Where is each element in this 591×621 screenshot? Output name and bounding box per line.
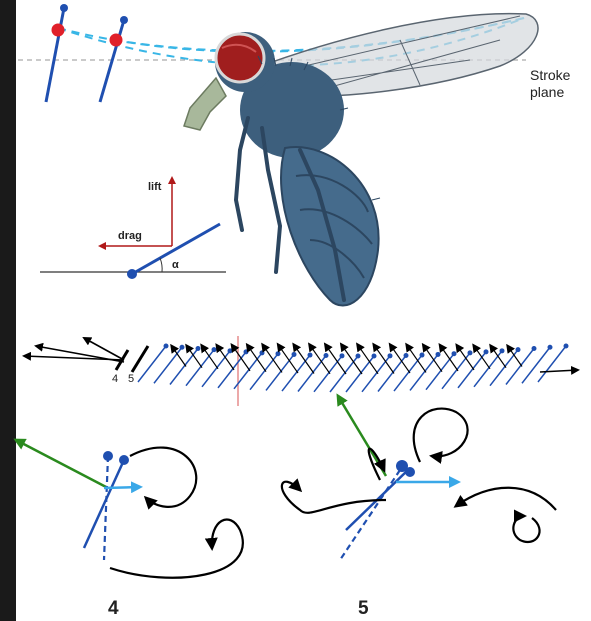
sequence-leading-edge <box>356 353 361 358</box>
sequence-leading-edge <box>564 344 569 349</box>
alpha-label: α <box>172 259 179 271</box>
sequence-leading-edge <box>548 345 553 350</box>
stroke-label-4: 4 <box>112 373 118 385</box>
sequence-leading-edge <box>372 353 377 358</box>
sequence-leading-edge <box>212 347 217 352</box>
sequence-leading-edge <box>340 353 345 358</box>
sequence-leading-edge <box>404 353 409 358</box>
panel4-flow-arrow <box>104 487 140 488</box>
stroke-plane-label-2: plane <box>530 84 564 100</box>
sequence-leading-edge <box>244 349 249 354</box>
sequence-leading-edge <box>452 351 457 356</box>
fly-eye <box>216 34 264 82</box>
sequence-leading-edge <box>500 348 505 353</box>
stroke-label-5: 5 <box>128 373 134 385</box>
sequence-leading-edge <box>180 345 185 350</box>
sequence-leading-edge <box>228 348 233 353</box>
sequence-leading-edge <box>468 350 473 355</box>
wing-section-leading-edge <box>127 269 137 279</box>
panel-4-label: 4 <box>108 598 119 619</box>
drag-label: drag <box>118 230 142 242</box>
sequence-leading-edge <box>276 351 281 356</box>
stroke-plane-label-1: Stroke <box>530 67 571 83</box>
lift-label: lift <box>148 181 162 193</box>
sequence-leading-edge <box>260 350 265 355</box>
sequence-leading-edge <box>308 353 313 358</box>
sequence-leading-edge <box>324 353 329 358</box>
sequence-leading-edge <box>436 352 441 357</box>
panel-5-label: 5 <box>358 598 369 619</box>
sequence-leading-edge <box>516 347 521 352</box>
sequence-leading-edge <box>292 352 297 357</box>
sequence-leading-edge <box>532 346 537 351</box>
sequence-leading-edge <box>196 346 201 351</box>
sequence-leading-edge <box>420 353 425 358</box>
sequence-leading-edge <box>484 349 489 354</box>
sequence-leading-edge <box>164 344 169 349</box>
sequence-leading-edge <box>388 353 393 358</box>
